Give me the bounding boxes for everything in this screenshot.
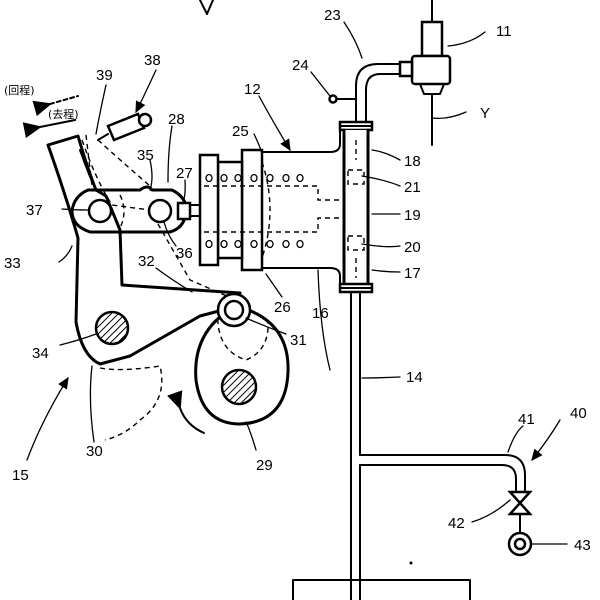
link-35 bbox=[70, 185, 192, 234]
label-Y: Y bbox=[480, 105, 490, 122]
cam-29 bbox=[194, 292, 290, 426]
label-20: 20 bbox=[404, 239, 421, 256]
label-12: 12 bbox=[244, 81, 261, 98]
label-30: 30 bbox=[86, 443, 103, 460]
actuator-38 bbox=[85, 112, 153, 187]
leader-lines bbox=[26, 21, 568, 545]
label-15: 15 bbox=[12, 467, 29, 484]
label-26: 26 bbox=[274, 299, 291, 316]
supply-line-14 bbox=[350, 291, 533, 600]
label-return-stroke: (回程) bbox=[4, 84, 35, 97]
label-28: 28 bbox=[168, 111, 185, 128]
pipe-23 bbox=[328, 63, 401, 123]
label-41: 41 bbox=[518, 411, 535, 428]
lever-33 bbox=[46, 134, 242, 366]
label-42: 42 bbox=[448, 515, 465, 532]
label-32: 32 bbox=[138, 253, 155, 270]
label-40: 40 bbox=[570, 405, 587, 422]
base-block bbox=[292, 561, 471, 600]
part-labels: 11 Y 23 24 12 38 39 28 25 35 27 37 36 33… bbox=[4, 7, 591, 554]
label-11: 11 bbox=[496, 23, 512, 40]
top-arrow-fragment bbox=[199, 0, 214, 15]
label-27: 27 bbox=[176, 165, 193, 182]
label-33: 33 bbox=[4, 255, 21, 272]
direction-labels: (回程) (去程) bbox=[4, 84, 79, 121]
label-17: 17 bbox=[404, 265, 421, 282]
label-24: 24 bbox=[292, 57, 309, 74]
label-39: 39 bbox=[96, 67, 113, 84]
label-21: 21 bbox=[404, 179, 421, 196]
label-36: 36 bbox=[176, 245, 193, 262]
label-35: 35 bbox=[137, 147, 154, 164]
canister-17 bbox=[338, 120, 374, 294]
label-19: 19 bbox=[404, 207, 421, 224]
label-25: 25 bbox=[232, 123, 249, 140]
label-43: 43 bbox=[574, 537, 591, 554]
cylinder-12 bbox=[177, 129, 344, 285]
label-29: 29 bbox=[256, 457, 273, 474]
label-14: 14 bbox=[406, 369, 423, 386]
label-16: 16 bbox=[312, 305, 329, 322]
label-18: 18 bbox=[404, 153, 421, 170]
label-23: 23 bbox=[324, 7, 341, 24]
label-forward-stroke: (去程) bbox=[48, 108, 79, 121]
label-38: 38 bbox=[144, 52, 161, 69]
label-37: 37 bbox=[26, 202, 43, 219]
label-31: 31 bbox=[290, 332, 307, 349]
device-11 bbox=[398, 0, 452, 146]
direction-arrows bbox=[22, 95, 205, 434]
label-34: 34 bbox=[32, 345, 49, 362]
